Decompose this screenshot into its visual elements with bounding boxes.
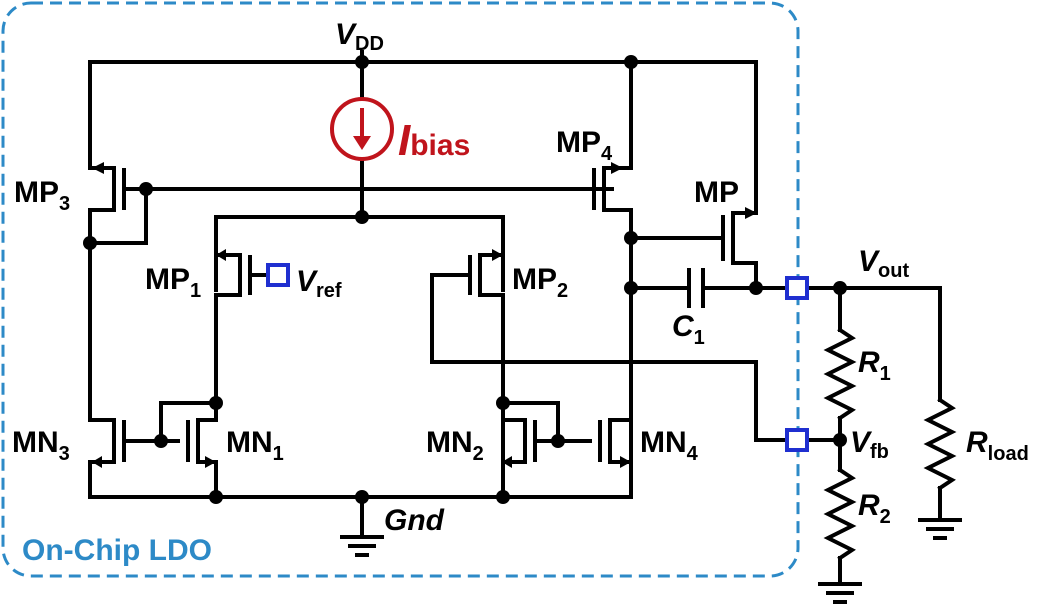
mn4-label: MN4 bbox=[640, 426, 699, 465]
vfb-pad bbox=[785, 428, 809, 452]
vout-pad bbox=[785, 276, 809, 300]
bias-current-source-icon bbox=[330, 97, 394, 161]
vdd-label: VDD bbox=[335, 18, 384, 55]
mn4-arrow-icon bbox=[620, 456, 631, 468]
mp2-label: MP2 bbox=[512, 263, 568, 302]
mp-arrow-icon bbox=[745, 207, 757, 219]
junctions bbox=[83, 55, 847, 504]
ground-icon bbox=[340, 535, 384, 557]
ground-icon bbox=[818, 582, 862, 604]
on-chip-label: On-Chip LDO bbox=[22, 534, 212, 567]
mp4-arrow-icon bbox=[611, 162, 623, 174]
vref-label: Vref bbox=[296, 265, 342, 302]
r1-label: R1 bbox=[858, 346, 891, 385]
mn3-arrow-icon bbox=[92, 456, 102, 468]
mp1-arrow-icon bbox=[216, 249, 226, 261]
mn2-label: MN2 bbox=[426, 426, 484, 465]
rload-label: Rload bbox=[966, 426, 1029, 465]
r2-label: R2 bbox=[858, 489, 891, 528]
mp3-arrow-icon bbox=[92, 162, 104, 174]
vout-label: Vout bbox=[858, 245, 909, 282]
mn3-label: MN3 bbox=[12, 426, 70, 465]
ground-icon bbox=[918, 518, 962, 540]
mp-label: MP bbox=[694, 176, 739, 209]
mp2-arrow-icon bbox=[492, 249, 503, 261]
mn1-arrow-icon bbox=[205, 456, 216, 468]
mn1-label: MN1 bbox=[226, 426, 284, 465]
mp4-label: MP4 bbox=[556, 126, 613, 165]
c1-label: C1 bbox=[672, 310, 705, 349]
mp1-label: MP1 bbox=[145, 263, 201, 302]
mn2-arrow-icon bbox=[502, 456, 512, 468]
mp3-label: MP3 bbox=[14, 176, 70, 215]
transistor-arrows bbox=[92, 162, 757, 468]
gnd-label: Gnd bbox=[384, 504, 445, 537]
ibias-label: Ibias bbox=[398, 116, 470, 165]
vfb-label: Vfb bbox=[850, 426, 889, 463]
vref-pad bbox=[266, 263, 290, 287]
on-chip-boundary bbox=[1, 1, 800, 578]
